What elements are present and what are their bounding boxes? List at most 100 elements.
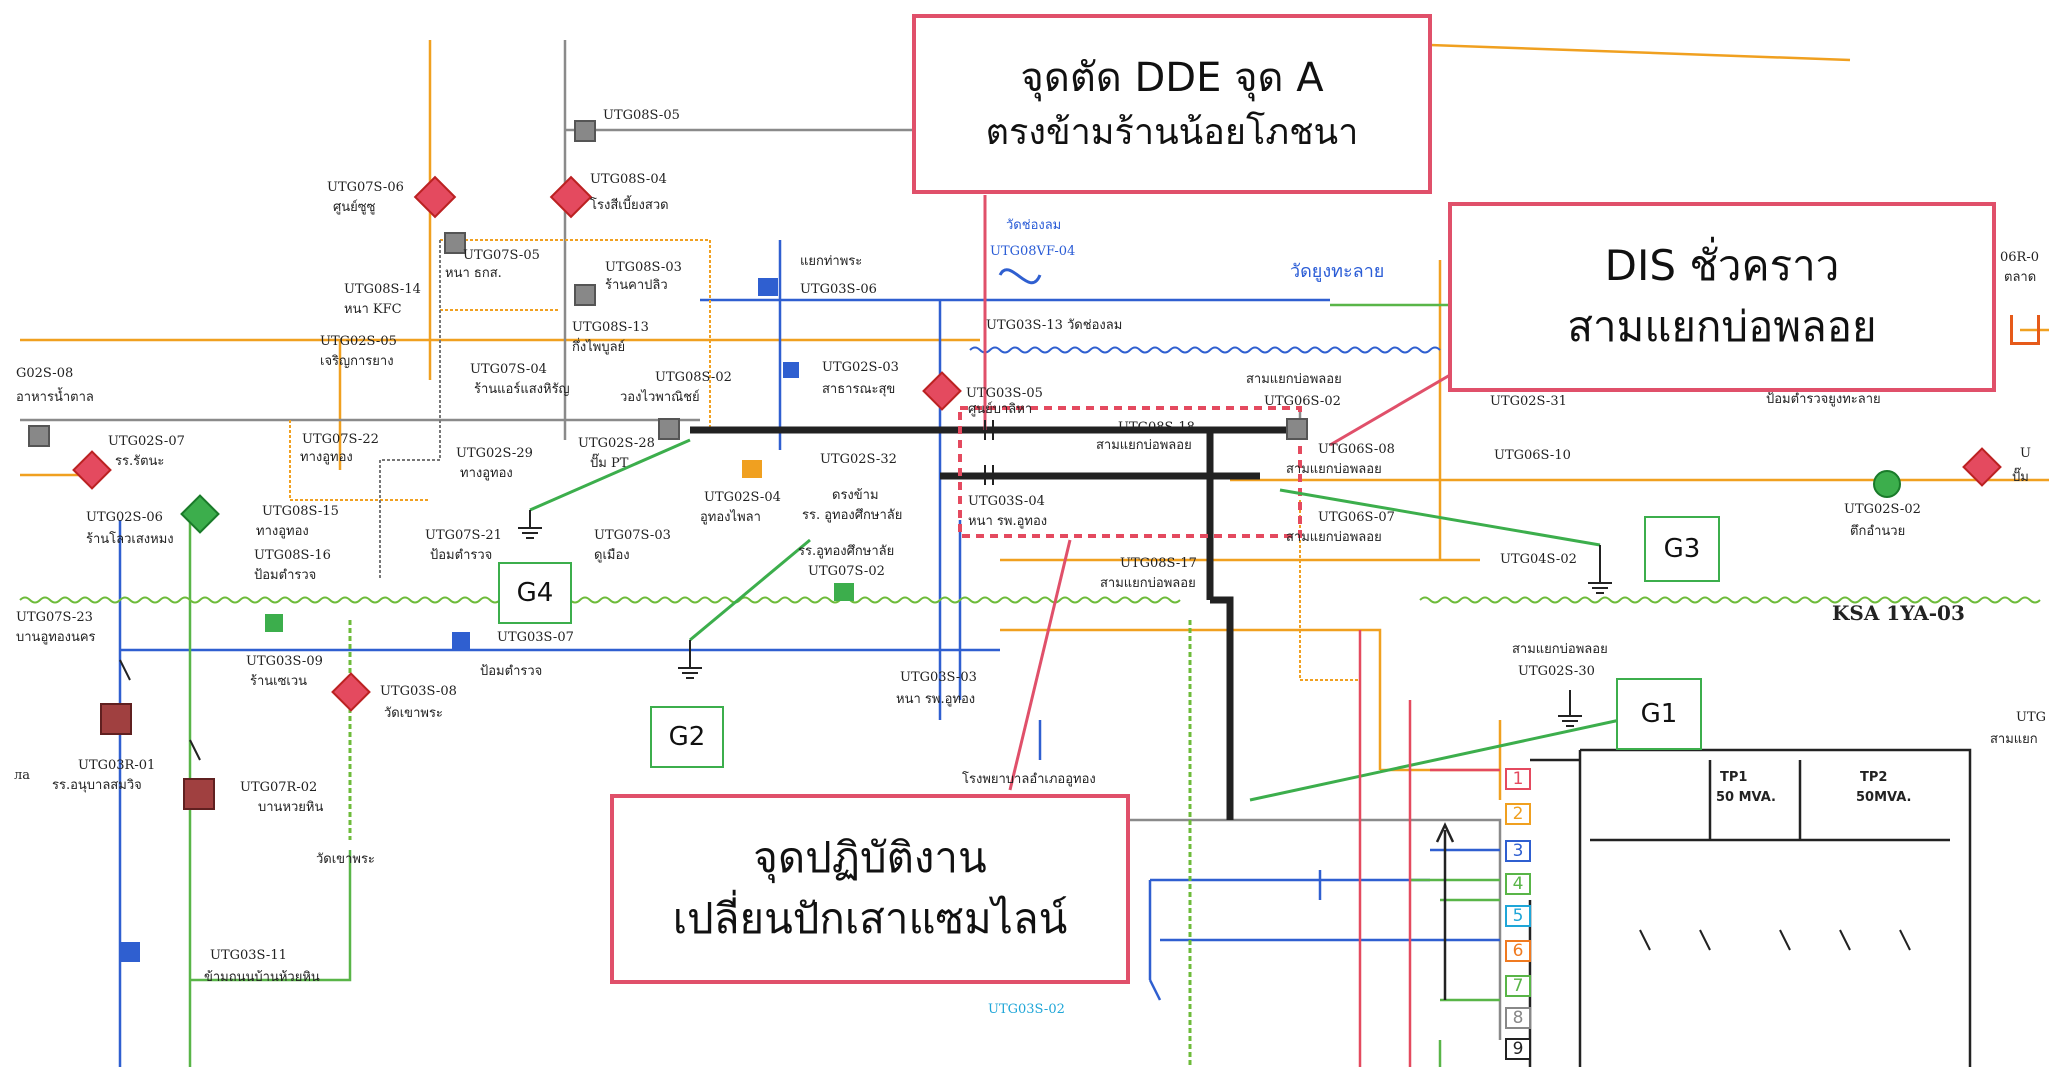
label-tp1: TP1 <box>1720 770 1748 785</box>
bay-box-4: 4 <box>1505 873 1531 895</box>
label-utg02s07: UTG02S-07 <box>108 434 185 449</box>
label-utg08s13: UTG08S-13 <box>572 320 649 335</box>
bay-box-6: 6 <box>1505 940 1531 962</box>
label-utg02s31: UTG02S-31 <box>1490 394 1567 409</box>
label-utg02s06: UTG02S-06 <box>86 510 163 525</box>
callout-dis-line1: DIS ชั่วคราว <box>1604 241 1840 291</box>
blue-switch-icon <box>452 632 470 650</box>
grey-switch-icon <box>28 425 50 447</box>
label-utg02s28-name: ปั๊ม PT <box>590 456 629 471</box>
label-utg03s09-name: ร้านเซเวน <box>250 674 308 689</box>
label-tp2: TP2 <box>1860 770 1888 785</box>
bay-box-9: 9 <box>1505 1038 1531 1060</box>
label-ksa: KSA 1YA-03 <box>1832 601 1965 625</box>
bay-box-5: 5 <box>1505 905 1531 927</box>
ground-marker-g4: G4 <box>498 562 572 624</box>
label-rr2: รร. อูทองศึกษาลัย <box>802 508 903 523</box>
label-utg08s13-name: กึ่งไพบูลย์ <box>572 340 626 355</box>
bay-box-8: 8 <box>1505 1007 1531 1029</box>
callout-dis-line2: สามแยกบ่อพลอย <box>1567 302 1877 351</box>
label-r06r0-name: ตลาด <box>2004 270 2037 285</box>
label-utg02s02-name: ตึกอำนวย <box>1850 524 1906 539</box>
label-utg08s16-name: ป้อมตำรวจ <box>254 568 317 583</box>
label-utg02s06-name: ร้านโลวเสงหมง <box>86 532 174 547</box>
closed-switch-icon <box>1873 470 1901 498</box>
label-utg02s02: UTG02S-02 <box>1844 502 1921 517</box>
label-utg02s29: UTG02S-29 <box>456 446 533 461</box>
label-utg03s11-name: ข้ามถนนบ้านห้วยหิน <box>204 970 320 985</box>
label-watyungthalai: วัดยูงทะลาย <box>1290 261 1385 282</box>
label-utg03s04-name: หนา รพ.อูทอง <box>968 514 1048 529</box>
grey-switch-icon <box>574 284 596 306</box>
ground-leaders <box>529 438 1621 802</box>
label-utg06s07: UTG06S-07 <box>1318 510 1395 525</box>
orange-switch-icon <box>742 460 762 478</box>
label-r06r0: 06R-0 <box>2000 250 2039 265</box>
callout-leaders <box>983 195 1451 791</box>
label-utg02s32: UTG02S-32 <box>820 452 897 467</box>
label-utg08s04: UTG08S-04 <box>590 172 667 187</box>
label-utg07s06-name: ศูนย์ซูซู <box>333 200 376 215</box>
ground-marker-g3: G3 <box>1644 516 1720 582</box>
label-utg07s06: UTG07S-06 <box>327 180 404 195</box>
wavy-grey <box>379 240 441 580</box>
label-utg07s23-name: บานอูทองนคร <box>16 630 96 645</box>
label-utg08s18: UTG08S-18 <box>1118 420 1195 435</box>
label-pum: ปั๊ม <box>2012 470 2029 485</box>
label-watchonglom: วัดช่องลม <box>1006 218 1062 233</box>
label-utg04s02: UTG04S-02 <box>1500 552 1577 567</box>
label-utg02s28: UTG02S-28 <box>578 436 655 451</box>
label-utg03s05: UTG03S-05 <box>966 386 1043 401</box>
label-utg07s02: UTG07S-02 <box>808 564 885 579</box>
arrow-up <box>1435 822 1455 1000</box>
blue-switch-icon <box>120 942 140 962</box>
label-utg06s08: UTG06S-08 <box>1318 442 1395 457</box>
wavy-bus-ksa <box>1419 596 2041 604</box>
grey-switch-icon <box>574 120 596 142</box>
label-utg07s22-name: ทางอูทอง <box>300 450 353 465</box>
label-utg03r01: UTG03R-01 <box>78 758 156 773</box>
dde-cut-zone <box>958 406 1302 538</box>
label-utg03r01-name: รร.อนุบาลสมวิจ <box>52 778 142 793</box>
label-utg03s06: UTG03S-06 <box>800 282 877 297</box>
callout-work-point: จุดปฏิบัติงาน เปลี่ยนปักเสาแซมไลน์ <box>610 794 1130 984</box>
label-la: ла <box>14 768 31 783</box>
label-rr3: รร.อูทองศึกษาลัย <box>798 544 895 559</box>
label-utg02s07-name: รร.รัตนะ <box>115 454 165 469</box>
grey-switch-icon <box>1286 418 1308 440</box>
label-utg07s21-name: ป้อมตำรวจ <box>430 548 493 563</box>
label-utg03s08: UTG03S-08 <box>380 684 457 699</box>
label-utg07s22: UTG07S-22 <box>302 432 379 447</box>
label-utg02s05: UTG02S-05 <box>320 334 397 349</box>
label-samyaek1: สามแยกบ่อพลอย <box>1246 372 1342 387</box>
ground-marker-g1: G1 <box>1616 678 1702 750</box>
wavy-cable-utg03s13 <box>969 346 1441 354</box>
callout-dis: DIS ชั่วคราว สามแยกบ่อพลอย <box>1448 202 1996 392</box>
bay-box-2: 2 <box>1505 803 1531 825</box>
cable-symbol <box>998 268 1042 285</box>
label-utg08s15: UTG08S-15 <box>262 504 339 519</box>
label-utg03s13: UTG03S-13 วัดช่องลม <box>986 318 1123 333</box>
label-utg06s02: UTG06S-02 <box>1264 394 1341 409</box>
label-utg02s29-name: ทางอูทอง <box>460 466 513 481</box>
wavy-orange-loops <box>289 239 1360 681</box>
label-utg02s03-name: สาธารณะสุข <box>822 382 896 397</box>
label-utg06s07-name: สามแยกบ่อพลอย <box>1286 530 1382 545</box>
label-utg08s17: UTG08S-17 <box>1120 556 1197 571</box>
label-samyaek-cut: สามแยก <box>1990 732 2038 747</box>
label-utg06s08-name: สามแยกบ่อพลอย <box>1286 462 1382 477</box>
label-utg06s10: UTG06S-10 <box>1494 448 1571 463</box>
label-utg03s05-name: ศูนย์บาลิหา <box>968 402 1033 417</box>
label-rr1: ดรงข้าม <box>832 488 879 503</box>
label-utg03s03: UTG03S-03 <box>900 670 977 685</box>
label-pomtamruat: ป้อมตำรวจยูงทะลาย <box>1766 392 1881 407</box>
orange-ground-icon <box>2010 315 2040 345</box>
label-yaekthapra: แยกท่าพระ <box>800 254 863 269</box>
label-utg07s05: UTG07S-05 <box>463 248 540 263</box>
label-utg07s23: UTG07S-23 <box>16 610 93 625</box>
blue-feeders <box>118 240 1500 1067</box>
label-utg08s03: UTG08S-03 <box>605 260 682 275</box>
label-utg03s09: UTG03S-09 <box>246 654 323 669</box>
